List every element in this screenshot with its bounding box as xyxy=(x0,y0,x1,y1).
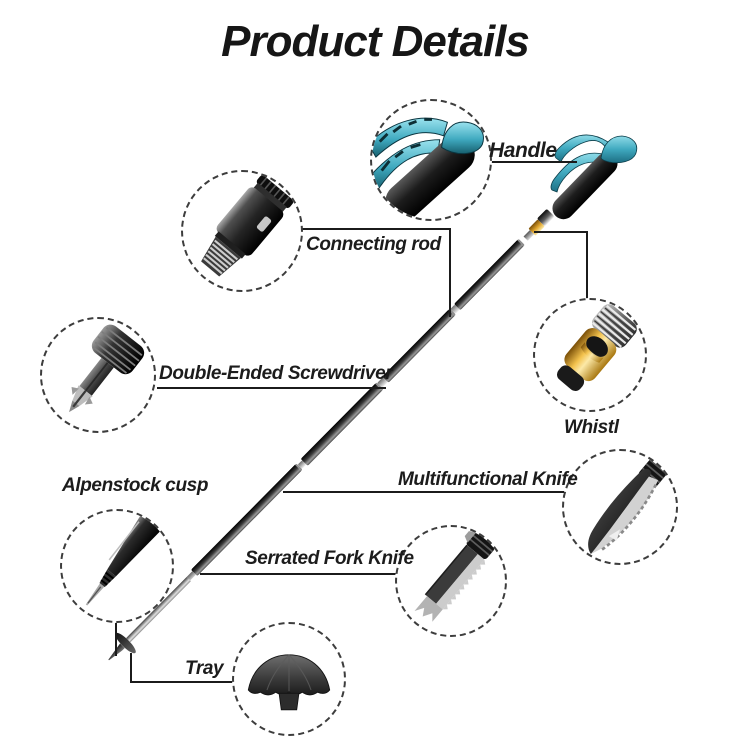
knife-callout-circle xyxy=(562,449,678,565)
tray-label: Tray xyxy=(185,658,224,679)
knife-leader-line xyxy=(283,491,564,493)
knife-photo-icon xyxy=(588,456,670,555)
handle-callout-circle xyxy=(370,99,492,221)
tray-callout-circle xyxy=(232,622,346,736)
pole-segment xyxy=(454,238,526,311)
tray-leader-line xyxy=(130,681,233,683)
screwdriver-label: Double-Ended Screwdriver xyxy=(159,363,393,384)
page-title: Product Details xyxy=(221,17,530,66)
cusp-callout-circle xyxy=(60,509,174,623)
handle-leader-line xyxy=(489,161,577,163)
screwdriver-leader-line xyxy=(157,387,386,389)
whistle-leader-line xyxy=(586,231,588,299)
pole-segment xyxy=(382,308,457,384)
handle-photo-icon xyxy=(372,117,484,219)
cusp-leader-line xyxy=(115,622,117,656)
connecting-rod-label: Connecting rod xyxy=(306,234,441,255)
knife-label: Multifunctional Knife xyxy=(398,469,578,490)
whistle-photo-icon xyxy=(556,304,637,391)
cusp-label: Alpenstock cusp xyxy=(62,475,209,496)
pole-segment xyxy=(300,382,384,467)
tray-photo-icon xyxy=(247,654,331,711)
cusp-photo-icon xyxy=(85,511,164,606)
fork-label: Serrated Fork Knife xyxy=(245,548,414,569)
fork-callout-circle xyxy=(395,525,507,637)
whistle-callout-circle xyxy=(533,298,647,412)
fork-photo-icon xyxy=(414,531,495,622)
pole-handle-icon xyxy=(550,134,638,220)
connecting-rod-callout-circle xyxy=(181,170,303,292)
whistle-label: Whistl xyxy=(564,417,619,438)
screwdriver-callout-circle xyxy=(40,317,156,433)
whistle-leader-line xyxy=(534,231,588,233)
tray-leader-line xyxy=(130,653,132,683)
fork-leader-line xyxy=(200,573,396,575)
connecting-rod-leader-line xyxy=(449,228,451,317)
connecting-rod-photo-icon xyxy=(201,175,294,277)
handle-label: Handle xyxy=(489,139,557,162)
screwdriver-photo-icon xyxy=(69,324,145,413)
connecting-rod-leader-line xyxy=(300,228,451,230)
